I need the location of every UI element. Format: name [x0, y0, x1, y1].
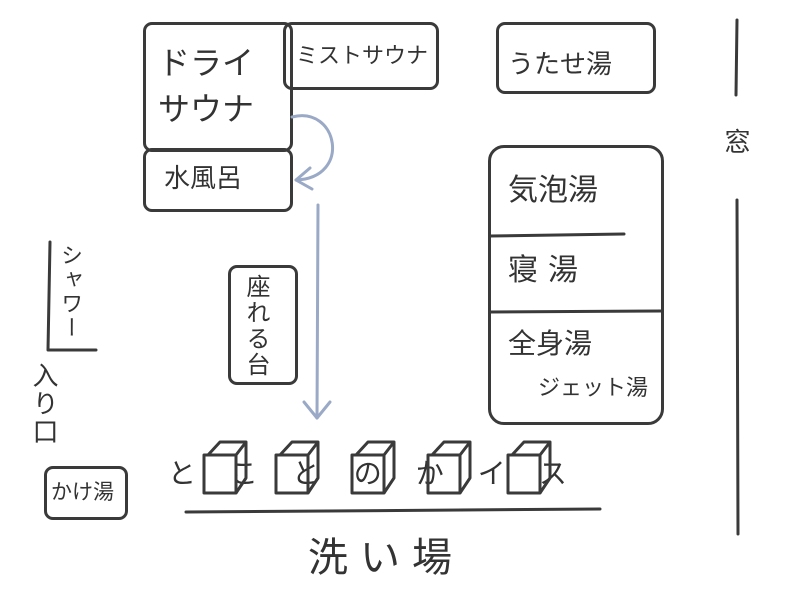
entrance-label: 入り口: [28, 362, 58, 446]
washing-arrowhead: [302, 400, 332, 420]
faucet-marker-4: [426, 440, 472, 495]
faucet-marker-5: [506, 440, 552, 495]
mist-sauna-label: ミストサウナ: [296, 44, 429, 69]
shower-label: シャワー: [57, 244, 82, 340]
sauna-to-cold-bath-arrow: [290, 114, 334, 182]
window-wall-line-bottom: [735, 198, 740, 536]
window-label: 窓: [720, 128, 750, 156]
shower-bracket: [46, 240, 98, 352]
cold-bath-arrowhead: [294, 166, 314, 191]
cold-bath-label: 水風呂: [164, 164, 243, 194]
washing-area-line: [184, 507, 602, 514]
jet-yu-label: ジェット湯: [538, 376, 649, 401]
ne-yu-label: 寝湯: [508, 253, 588, 288]
bath-group-box: [488, 145, 664, 425]
cold-bath-box: [143, 148, 293, 212]
cold-bath-to-washing-arrow: [315, 203, 320, 420]
kihou-yu-label: 気泡湯: [508, 173, 598, 208]
bath-divider-2: [488, 309, 664, 314]
dry-sauna-label: ドライサウナ: [158, 44, 255, 128]
utase-yu-label: うたせ湯: [508, 50, 613, 80]
faucet-marker-1: [202, 440, 248, 495]
window-wall-line-top: [734, 18, 739, 97]
utase-yu-box: [496, 22, 656, 94]
washing-area-title: 洗い場: [308, 535, 464, 581]
bath-divider-1: [488, 232, 626, 238]
rest-bench-box: [228, 265, 298, 385]
kakeyu-label: かけ湯: [51, 480, 114, 504]
zenshin-yu-label: 全身湯: [508, 327, 593, 360]
rest-bench-label: 座れる台: [242, 274, 270, 378]
faucet-sequence-text: とことのかイス: [168, 457, 601, 490]
kakeyu-box: [44, 466, 128, 520]
faucet-marker-2: [274, 440, 320, 495]
mist-sauna-box: [283, 22, 439, 90]
faucet-marker-3: [350, 440, 396, 495]
